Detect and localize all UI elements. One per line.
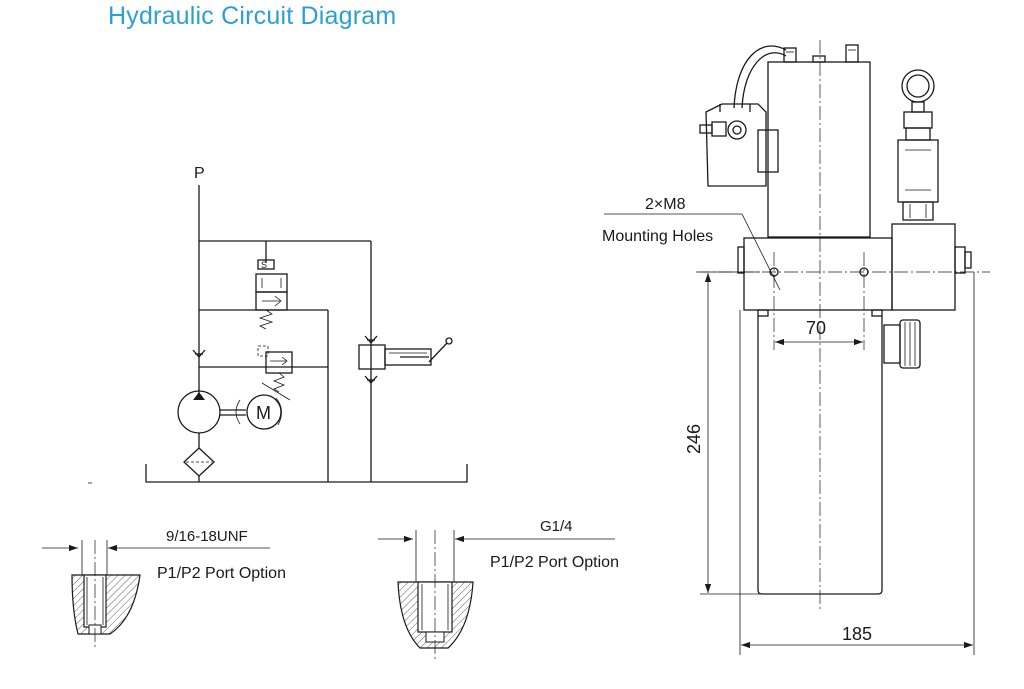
motor-symbol: M <box>246 394 282 430</box>
hose <box>733 45 787 109</box>
check-valve-left <box>192 349 206 358</box>
return-port-fitting <box>883 319 921 369</box>
check-valve-right-bottom <box>364 375 378 384</box>
port-option-2: G1/4 P1/P2 Port Option <box>378 518 619 662</box>
manual-release-valve <box>358 337 453 370</box>
page-title: Hydraulic Circuit Diagram <box>108 2 397 30</box>
motor-housing <box>767 61 871 238</box>
power-unit-drawing: 2×M8 Mounting Holes 70 246 185 <box>602 40 990 655</box>
valve-block <box>891 223 956 311</box>
hole-spacing-dimension: 70 <box>806 318 826 338</box>
port-thread-2: G1/4 <box>540 518 573 535</box>
reservoir-tank <box>145 464 468 483</box>
manifold-block <box>743 237 893 311</box>
port-caption-2: P1/P2 Port Option <box>490 554 619 571</box>
height-dimension: 246 <box>684 424 704 454</box>
port-caption-1: P1/P2 Port Option <box>157 565 286 582</box>
pressure-gauge <box>901 69 935 141</box>
port-option-1: 9/16-18UNF P1/P2 Port Option <box>42 528 286 650</box>
hole-spec-label: 2×M8 <box>645 196 686 213</box>
check-valve-right-top <box>364 335 378 344</box>
hydraulic-schematic: P S <box>88 165 468 484</box>
solenoid-valve: S <box>255 241 288 330</box>
solenoid-coil <box>699 103 779 187</box>
relief-valve <box>257 345 293 401</box>
width-dimension: 185 <box>842 624 872 644</box>
pump-symbol <box>177 390 246 448</box>
filter-symbol <box>183 447 215 482</box>
pressure-port-label: P <box>194 165 205 182</box>
solenoid-valve-label: S <box>261 260 267 270</box>
mounting-holes-label: Mounting Holes <box>602 228 713 245</box>
motor-label: M <box>256 403 271 423</box>
check-valve-cartridge <box>897 139 939 221</box>
port-thread-1: 9/16-18UNF <box>166 528 248 545</box>
